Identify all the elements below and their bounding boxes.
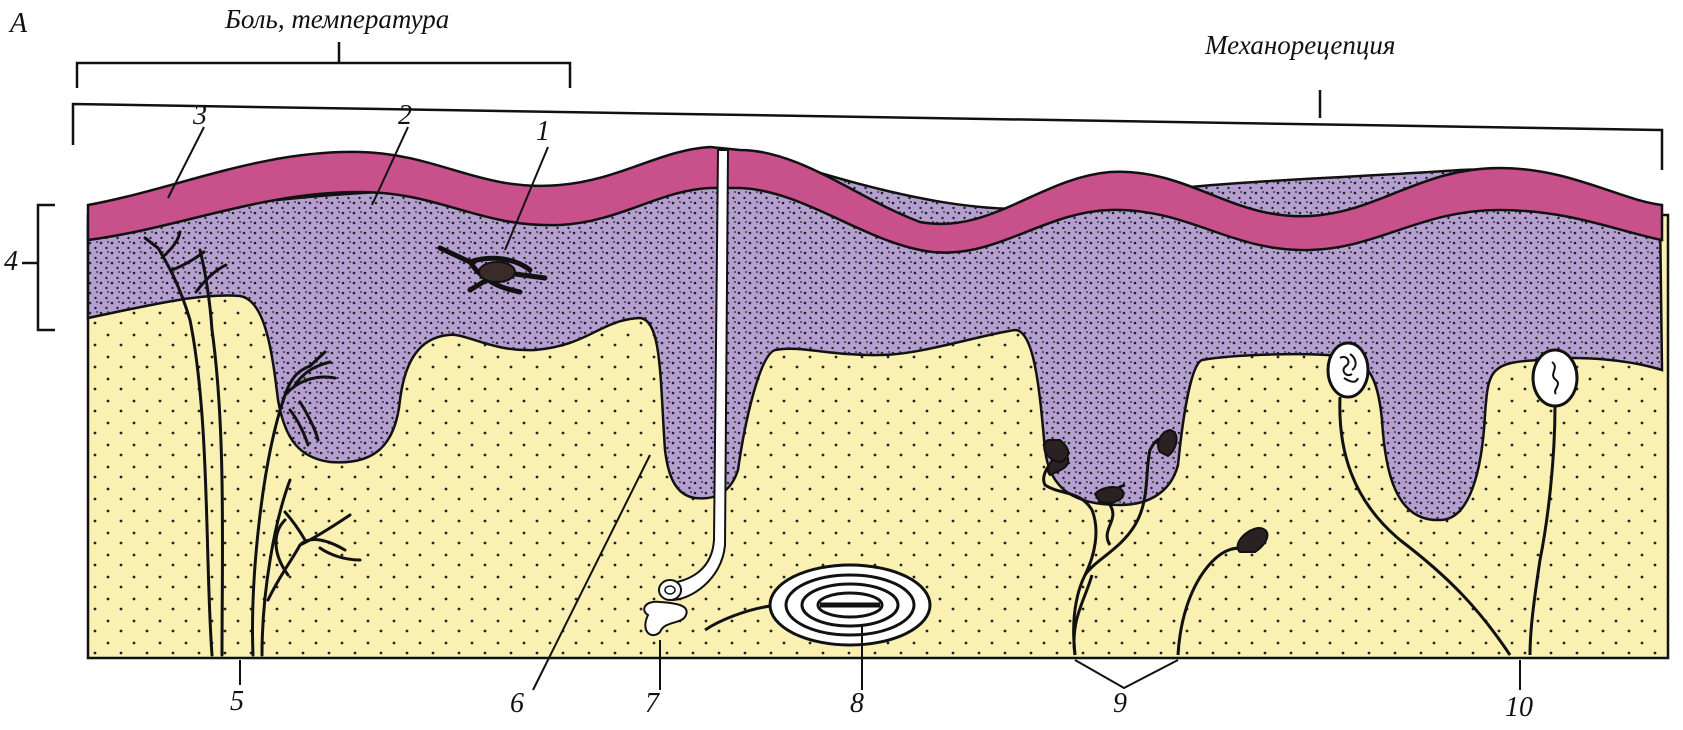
label-2: 2: [398, 102, 412, 130]
group-label-mechanoreception: Механорецепция: [1205, 32, 1395, 59]
label-4: 4: [4, 248, 18, 276]
label-9: 9: [1113, 690, 1127, 718]
group-label-pain-temperature: Боль, температура: [225, 6, 449, 33]
label-5: 5: [230, 688, 244, 716]
panel-letter: A: [10, 10, 27, 38]
label-3: 3: [193, 102, 207, 130]
label-8: 8: [850, 690, 864, 718]
label-10: 10: [1505, 694, 1533, 722]
label-1: 1: [536, 118, 550, 146]
label-6: 6: [510, 690, 524, 718]
label-7: 7: [645, 690, 659, 718]
